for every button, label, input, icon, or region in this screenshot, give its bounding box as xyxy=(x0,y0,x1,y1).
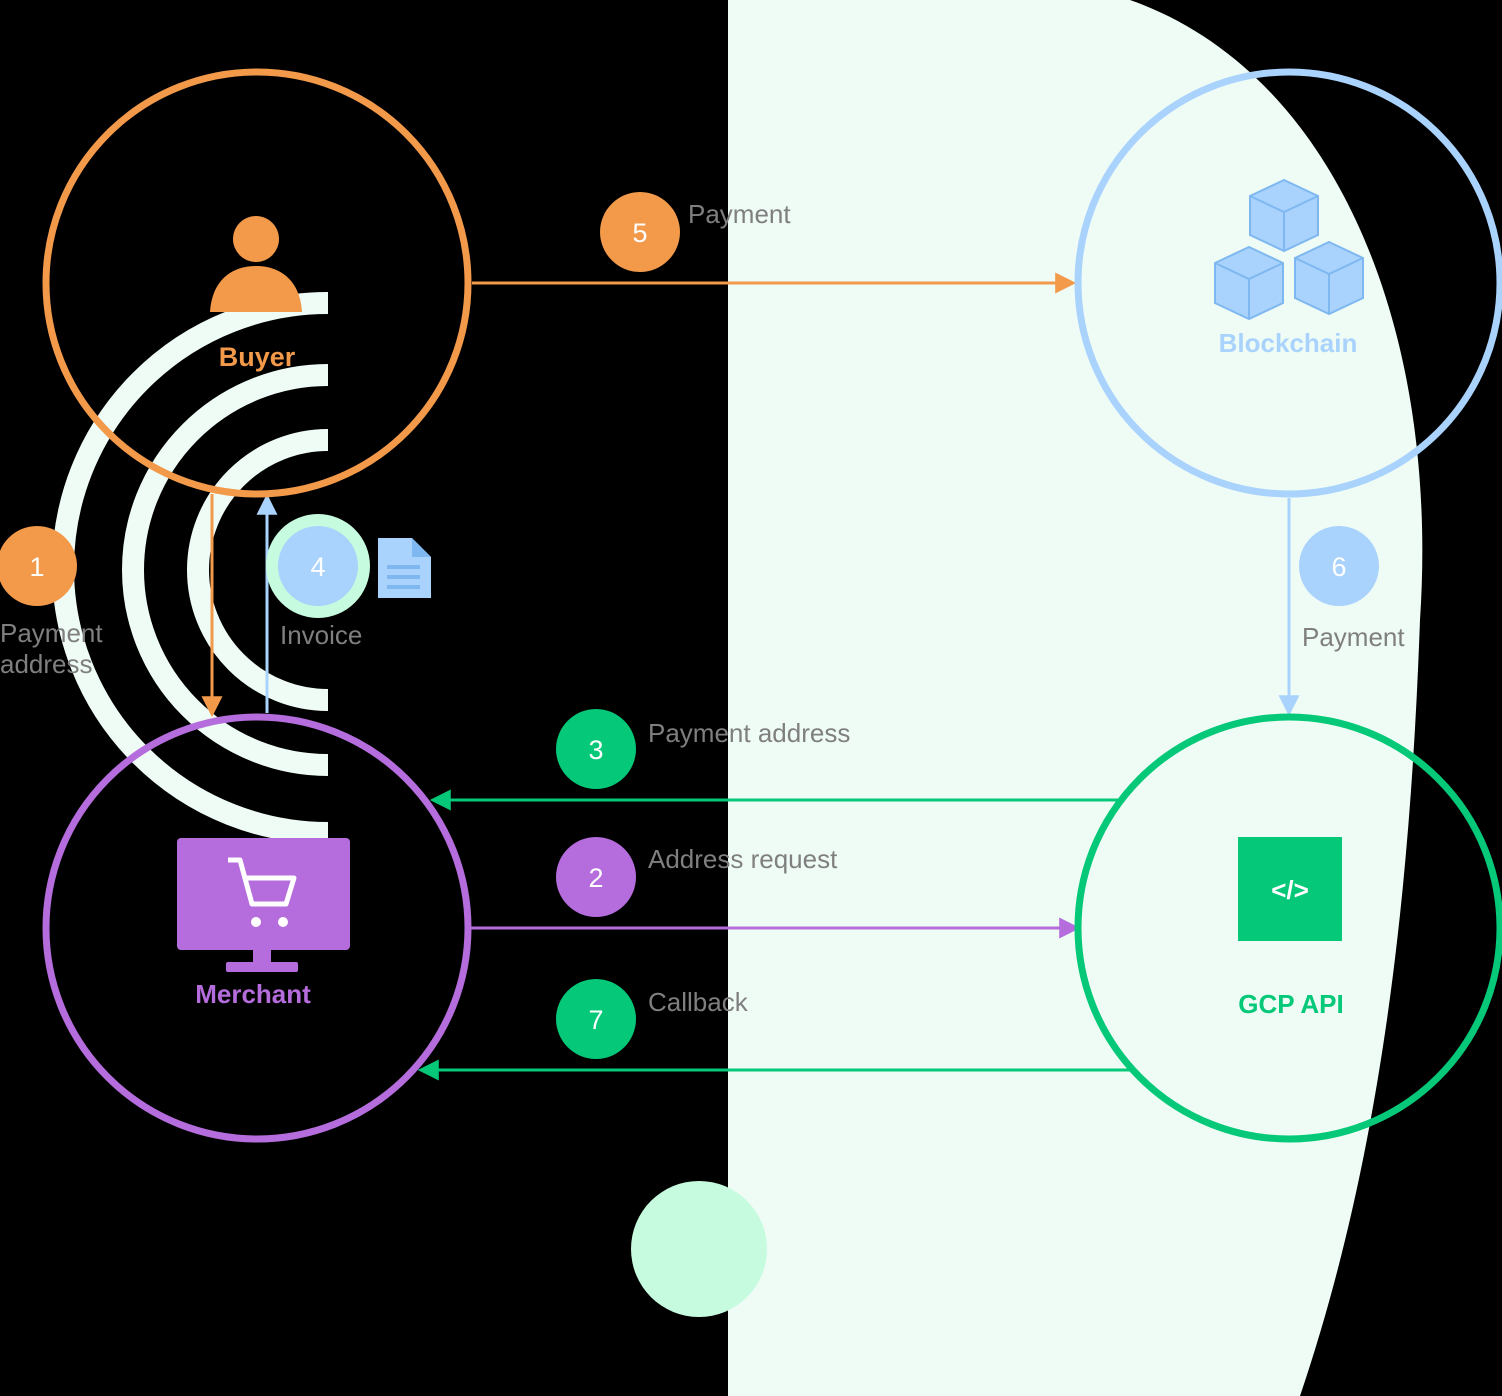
shopping-cart-monitor-icon xyxy=(177,838,350,972)
merchant-node xyxy=(42,713,472,1143)
gcp-api-node xyxy=(1074,713,1502,1143)
step-3-label: Payment address xyxy=(648,718,850,748)
step-6-number: 6 xyxy=(1331,552,1346,582)
step-1-label-line-2: address xyxy=(0,649,93,679)
step-7-number: 7 xyxy=(588,1005,603,1035)
step-7-label: Callback xyxy=(648,987,749,1017)
code-icon: </> xyxy=(1238,837,1342,941)
merchant-label: Merchant xyxy=(195,979,311,1009)
backdrop-dot xyxy=(631,1181,767,1317)
step-3-number: 3 xyxy=(588,735,603,765)
blockchain-label: Blockchain xyxy=(1219,328,1358,358)
gcp-api-label: GCP API xyxy=(1238,989,1343,1019)
buyer-label: Buyer xyxy=(219,342,296,372)
step-6-badge xyxy=(1299,526,1379,606)
step-4-number: 4 xyxy=(310,552,325,582)
step-1-badge xyxy=(0,526,77,606)
buyer-node xyxy=(42,68,472,498)
code-icon-glyph: </> xyxy=(1271,875,1309,905)
step-2-number: 2 xyxy=(588,863,603,893)
step-3-badge xyxy=(556,709,636,789)
step-6-label: Payment xyxy=(1302,622,1405,652)
step-1-number: 1 xyxy=(29,552,44,582)
step-4-label: Invoice xyxy=(280,620,362,650)
step-5-badge xyxy=(600,192,680,272)
step-2-label: Address request xyxy=(648,844,838,874)
step-5-label: Payment xyxy=(688,199,791,229)
step-7-badge xyxy=(556,979,636,1059)
step-4-badge xyxy=(278,526,358,606)
step-2-badge xyxy=(556,837,636,917)
document-icon xyxy=(378,538,431,598)
step-5-number: 5 xyxy=(632,218,647,248)
person-icon xyxy=(210,216,302,312)
cubes-icon xyxy=(1214,178,1364,321)
blockchain-node xyxy=(1074,68,1502,498)
step-1-label-line-1: Payment xyxy=(0,618,103,648)
backdrop-shape xyxy=(728,0,1423,1396)
